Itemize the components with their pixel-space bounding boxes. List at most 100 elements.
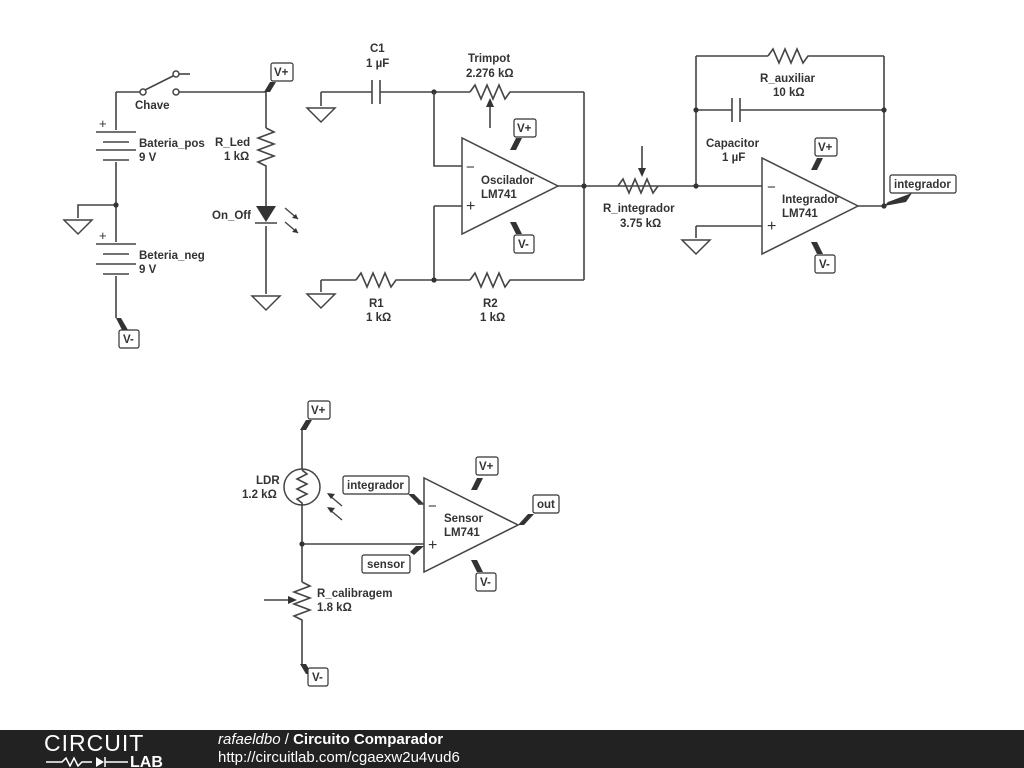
label-r-integrador: R_integrador xyxy=(603,203,675,215)
battery-neg-sign: + xyxy=(99,228,107,243)
tag-vminus-calibragem: V- xyxy=(300,664,329,687)
label-capacitor: Capacitor xyxy=(706,138,760,150)
svg-text:V+: V+ xyxy=(311,405,326,417)
value-ldr: 1.2 kΩ xyxy=(242,489,277,501)
label-oscilador: Oscilador xyxy=(481,175,535,187)
label-r2: R2 xyxy=(483,298,498,310)
resistor-r-integrador xyxy=(617,176,659,196)
sensor-section: V+ LDR 1.2 kΩ R_calibragem 1.8 kΩ V- xyxy=(242,400,560,687)
value-bateria-pos: 9 V xyxy=(139,152,157,164)
tag-out: out xyxy=(518,494,560,525)
value-r2: 1 kΩ xyxy=(480,312,505,324)
footer-separator: / xyxy=(280,731,294,748)
ground-symbol xyxy=(305,293,337,310)
label-r-led: R_Led xyxy=(215,137,250,149)
svg-text:sensor: sensor xyxy=(367,559,405,571)
value-r-integrador: 3.75 kΩ xyxy=(620,218,661,230)
label-r-auxiliar: R_auxiliar xyxy=(760,73,815,85)
svg-text:V+: V+ xyxy=(818,142,833,154)
value-capacitor: 1 µF xyxy=(722,152,745,164)
author-link[interactable]: rafaeldbo xyxy=(218,731,281,748)
resistor-r2 xyxy=(469,270,584,290)
battery-beteria-neg: + xyxy=(96,228,136,275)
opamp-integrador xyxy=(761,156,860,256)
circuit-schematic: Chave + Bateria_pos 9 V + Beteria_neg 9 … xyxy=(62,43,957,687)
footer-credit: rafaeldbo / Circuito Comparador http://c… xyxy=(218,731,460,767)
tag-vplus-integrador: V+ xyxy=(811,137,838,170)
label-r1: R1 xyxy=(369,298,384,310)
label-chave: Chave xyxy=(135,100,170,112)
led-on-off xyxy=(255,206,299,234)
value-r-auxiliar: 10 kΩ xyxy=(773,87,805,99)
label-trimpot: Trimpot xyxy=(468,53,510,65)
svg-text:V+: V+ xyxy=(274,67,289,79)
opamp-oscilador-plus: + xyxy=(466,198,475,215)
capacitor-capacitor xyxy=(731,98,741,122)
ground-symbol xyxy=(680,239,712,256)
battery-bateria-pos: + xyxy=(96,116,136,161)
model-integrador: LM741 xyxy=(782,208,818,220)
resistor-r-auxiliar xyxy=(767,46,884,66)
label-ldr: LDR xyxy=(256,475,280,487)
svg-text:V-: V- xyxy=(480,577,491,589)
logo-bottom-text: LAB xyxy=(130,754,163,767)
tag-vminus-battery: V- xyxy=(116,318,140,349)
svg-text:V-: V- xyxy=(123,334,134,346)
resistor-r1 xyxy=(355,270,470,290)
circuitlab-logo: CIRCUIT LAB xyxy=(44,731,163,767)
model-sensor: LM741 xyxy=(444,527,480,539)
value-trimpot: 2.276 kΩ xyxy=(466,68,514,80)
tag-integrador-input: integrador xyxy=(342,475,424,504)
svg-text:V+: V+ xyxy=(517,123,532,135)
label-c1: C1 xyxy=(370,43,385,55)
ground-symbol xyxy=(62,219,94,236)
tag-vplus-oscilador: V+ xyxy=(510,118,537,150)
resistor-r-calibragem xyxy=(291,581,313,664)
label-r-calibragem: R_calibragem xyxy=(317,588,392,600)
value-r-calibragem: 1.8 kΩ xyxy=(317,602,352,614)
label-integrador-amp: Integrador xyxy=(782,194,839,206)
value-beteria-neg: 9 V xyxy=(139,264,157,276)
svg-text:V-: V- xyxy=(312,672,323,684)
tag-vplus-ldr: V+ xyxy=(300,400,331,430)
ldr xyxy=(283,468,343,521)
opamp-sensor-plus: + xyxy=(428,537,437,554)
circuit-url[interactable]: http://circuitlab.com/cgaexw2u4vud6 xyxy=(218,749,460,766)
battery-section: Chave + Bateria_pos 9 V + Beteria_neg 9 … xyxy=(62,62,299,349)
tag-vminus-sensor: V- xyxy=(471,560,497,592)
value-c1: 1 µF xyxy=(366,58,389,70)
tag-vminus-integrador: V- xyxy=(811,242,836,274)
svg-text:out: out xyxy=(537,499,555,511)
opamp-integrador-minus: − xyxy=(767,179,776,196)
tag-vplus-led: V+ xyxy=(264,62,294,92)
integrator-section: R_auxiliar 10 kΩ Capacitor 1 µF − + Inte… xyxy=(680,46,957,274)
svg-text:V-: V- xyxy=(819,259,830,271)
circuit-title[interactable]: Circuito Comparador xyxy=(293,731,444,748)
capacitor-c1 xyxy=(371,80,381,104)
svg-text:V-: V- xyxy=(518,239,529,251)
oscillator-section: C1 1 µF Trimpot 2.276 kΩ R1 1 kΩ R2 1 kΩ… xyxy=(305,43,696,324)
tag-vplus-sensor: V+ xyxy=(471,456,499,490)
label-on-off: On_Off xyxy=(212,210,251,222)
resistor-r-led xyxy=(255,127,277,170)
label-beteria-neg: Beteria_neg xyxy=(139,250,205,262)
opamp-sensor-minus: − xyxy=(428,498,437,515)
label-bateria-pos: Bateria_pos xyxy=(139,138,205,150)
tag-vminus-oscilador: V- xyxy=(510,222,535,254)
battery-pos-sign: + xyxy=(99,116,107,131)
opamp-sensor xyxy=(423,476,520,574)
opamp-oscilador xyxy=(461,136,560,236)
svg-text:integrador: integrador xyxy=(894,179,951,191)
ground-symbol xyxy=(305,107,337,124)
svg-text:V+: V+ xyxy=(479,461,494,473)
logo-top-text: CIRCUIT xyxy=(44,731,144,756)
switch-chave xyxy=(139,70,266,96)
ground-symbol xyxy=(250,295,282,312)
model-oscilador: LM741 xyxy=(481,189,517,201)
tag-integrador-output: integrador xyxy=(884,174,957,206)
value-r-led: 1 kΩ xyxy=(224,151,249,163)
value-r1: 1 kΩ xyxy=(366,312,391,324)
tag-sensor-input: sensor xyxy=(361,546,424,574)
svg-text:integrador: integrador xyxy=(347,480,404,492)
opamp-oscilador-minus: − xyxy=(466,159,475,176)
